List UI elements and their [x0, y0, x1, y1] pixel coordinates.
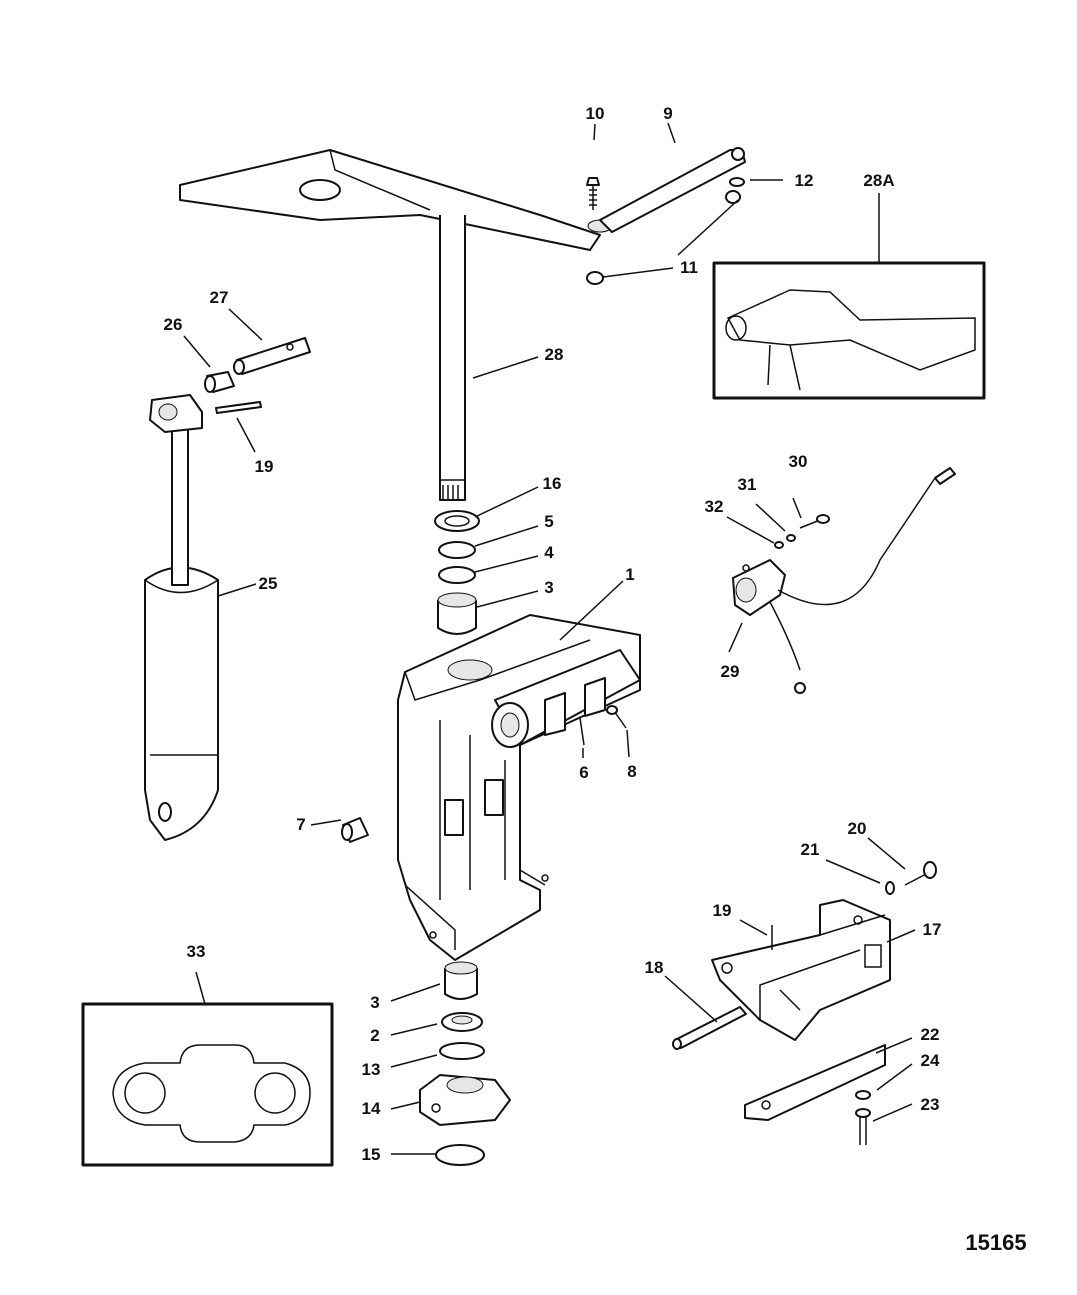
steering-arm-part — [179, 149, 613, 501]
swivel-bracket-part — [397, 614, 641, 961]
screw-10-part — [586, 177, 600, 210]
label-23: 23 — [921, 1095, 940, 1114]
seal-2-part — [441, 1012, 483, 1032]
ring-4-part — [438, 566, 476, 584]
washer-16-part — [434, 510, 480, 532]
screw-6-part — [579, 717, 585, 746]
nut-11-part — [586, 190, 741, 285]
label-8: 8 — [627, 762, 636, 781]
figure-number: 15165 — [965, 1230, 1026, 1255]
leader-lines — [183, 122, 916, 1155]
washer-24-part — [855, 1090, 871, 1100]
label-17: 17 — [923, 920, 942, 939]
screw-30-part — [799, 514, 830, 529]
label-5: 5 — [544, 512, 553, 531]
label-32: 32 — [705, 497, 724, 516]
label-9: 9 — [663, 104, 672, 123]
bolt-23-part — [855, 1108, 871, 1145]
bolt-20-part — [904, 861, 937, 886]
inset-28a-box — [712, 261, 986, 400]
bushing-26-part — [204, 371, 235, 393]
screw-8-part — [606, 705, 627, 729]
label-28: 28 — [545, 345, 564, 364]
label-19-upper: 19 — [255, 457, 274, 476]
label-19-lower: 19 — [713, 901, 732, 920]
label-3-upper: 3 — [544, 578, 553, 597]
label-4: 4 — [544, 543, 554, 562]
label-12: 12 — [795, 171, 814, 190]
washer-21-part — [885, 881, 895, 895]
washer-12-part — [729, 177, 745, 187]
label-24: 24 — [921, 1051, 940, 1070]
label-3-lower: 3 — [370, 993, 379, 1012]
label-18: 18 — [645, 958, 664, 977]
label-13: 13 — [362, 1060, 381, 1079]
label-6: 6 — [579, 763, 588, 782]
label-14: 14 — [362, 1099, 381, 1118]
label-1: 1 — [625, 565, 634, 584]
label-26: 26 — [164, 315, 183, 334]
link-rod-part — [599, 147, 746, 233]
label-20: 20 — [848, 819, 867, 838]
label-28a: 28A — [863, 171, 894, 190]
label-16: 16 — [543, 474, 562, 493]
trim-cylinder-part — [144, 394, 219, 841]
trim-sender-part — [732, 467, 956, 694]
label-21: 21 — [801, 840, 820, 859]
label-25: 25 — [259, 574, 278, 593]
inset-33-gasket-box — [81, 1002, 334, 1167]
label-29: 29 — [721, 662, 740, 681]
label-10: 10 — [586, 104, 605, 123]
bushing-7-part — [341, 817, 369, 843]
ring-15-part — [435, 1144, 485, 1166]
bracket-17-part — [711, 899, 891, 1041]
washer-13-part — [439, 1042, 485, 1060]
label-22: 22 — [921, 1025, 940, 1044]
bushing-3-upper-part — [437, 592, 477, 635]
washer-31-part — [786, 534, 796, 542]
ring-5-part — [438, 541, 476, 559]
label-15: 15 — [362, 1145, 381, 1164]
label-30: 30 — [789, 452, 808, 471]
label-7: 7 — [296, 815, 305, 834]
pin-27-part — [233, 337, 311, 375]
clamp-14-part — [419, 1074, 511, 1126]
label-27: 27 — [210, 288, 229, 307]
label-33: 33 — [187, 942, 206, 961]
cotter-pin-19-part — [215, 401, 262, 414]
bushing-3-lower-part — [444, 961, 478, 1000]
pin-18-part — [672, 1006, 747, 1050]
label-11: 11 — [680, 258, 698, 277]
label-2: 2 — [370, 1026, 379, 1045]
label-31: 31 — [738, 475, 757, 494]
part-number-labels: 10 9 12 28A 11 27 26 28 19 16 30 31 32 5… — [164, 104, 942, 1164]
plate-22-part — [744, 1044, 886, 1121]
washer-32-part — [774, 541, 784, 549]
